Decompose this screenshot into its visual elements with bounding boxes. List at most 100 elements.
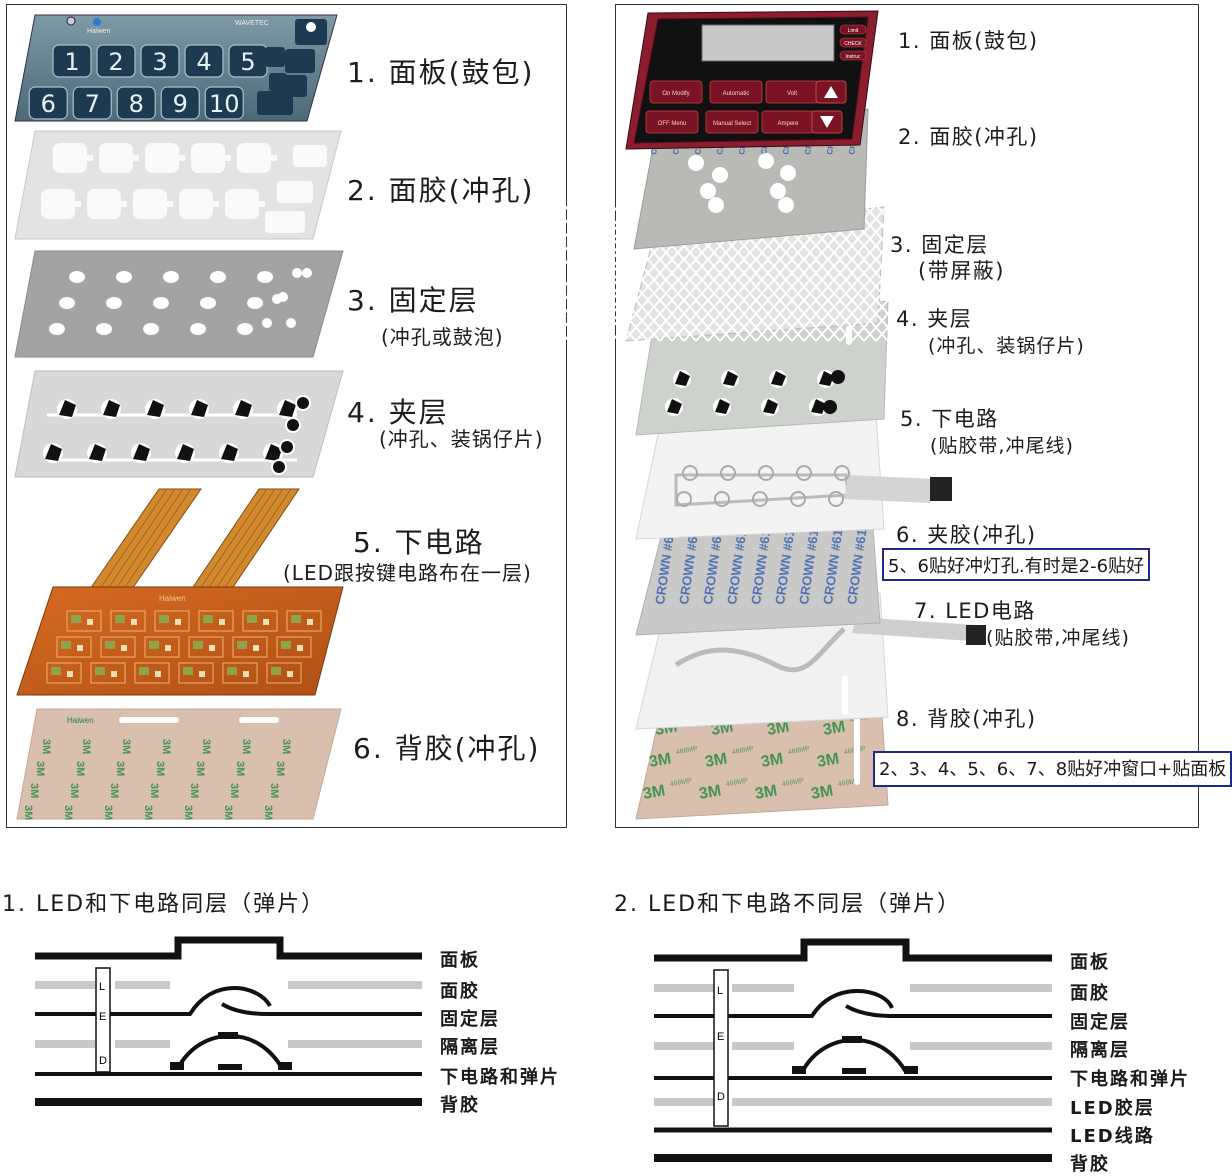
keypad-key: 8 [116,86,156,120]
right-label-1: 1. 面板(鼓包) [898,29,1039,53]
svg-text:3M: 3M [160,739,172,754]
left-label-6: 6. 背胶(冲孔) [353,732,541,765]
svg-text:Limit: Limit [848,28,859,34]
right-label-7: 7. LED电路 [914,599,1036,623]
d2-led-adhesive-right [732,1098,1052,1106]
keypad-key: 5 [228,44,268,78]
left-sublabel-5: (LED跟按键电路布在一层) [283,561,532,585]
right-sublabel-3: (带屏蔽) [918,259,1005,283]
right-label-8: 8. 背胶(冲孔) [896,707,1037,731]
svg-text:3M: 3M [228,783,240,798]
panel-button: OFF Menu [645,110,699,134]
d2-label-led-adhesive: LED胶层 [1070,1098,1155,1119]
d2-isolation-right [910,1042,1052,1050]
svg-text:3M: 3M [194,761,206,776]
svg-text:468MP: 468MP [837,777,860,788]
keypad-led-icon [93,18,101,26]
svg-text:468MP: 468MP [675,745,698,756]
d1-isolation-right [288,1040,422,1048]
d2-isolation-mid [732,1042,794,1050]
svg-text:Automatic: Automatic [723,91,750,97]
svg-text:3M: 3M [74,761,86,776]
svg-text:3M: 3M [62,805,74,820]
right-label-6: 6. 夹胶(冲孔) [896,523,1037,547]
d2-panel-layer [654,938,1052,962]
d2-label-back-adhesive: 背胶 [1070,1154,1110,1175]
keypad-key: 10 [204,86,244,120]
right-label-2: 2. 面胶(冲孔) [898,125,1039,149]
svg-text:Instruc: Instruc [845,54,861,60]
diagram1-heading: 1. LED和下电路同层（弹片） [2,892,326,917]
svg-text:3M: 3M [34,761,46,776]
keypad-key-label: 6 [41,90,56,118]
svg-text:3M: 3M [182,805,194,820]
svg-text:468MP: 468MP [731,745,754,756]
left-layer2-face-adhesive [14,130,342,240]
svg-text:468MP: 468MP [781,777,804,788]
arrow-up-icon [824,86,838,98]
arrow-down-icon [820,116,834,128]
keypad-key: 9 [160,86,200,120]
svg-text:Ampere: Ampere [777,121,799,127]
left-layer4-spacer [14,370,344,478]
svg-text:3M: 3M [642,782,667,803]
svg-text:3M: 3M [200,739,212,754]
side-button: Instruc [839,50,867,61]
svg-text:468MP: 468MP [849,713,872,724]
d2-label-face-adhesive: 面胶 [1070,983,1110,1004]
left-layer3-fixing [14,250,344,358]
d2-led-letter: E [717,1031,724,1043]
d1-face-adhesive-mid [115,981,170,989]
svg-text:3M: 3M [274,761,286,776]
d1-isolation-left [35,1040,95,1048]
diagram2-cross-section: L E D [654,938,1052,1162]
svg-text:Volt: Volt [787,91,797,97]
d2-label-fixing: 固定层 [1070,1012,1130,1033]
svg-text:3M: 3M [28,783,40,798]
right-sublabel-4: (冲孔、装锅仔片) [928,335,1085,357]
svg-text:468MP: 468MP [725,777,748,788]
svg-text:3M: 3M [188,783,200,798]
svg-text:3M: 3M [154,761,166,776]
svg-text:3M: 3M [222,805,234,820]
diagram1-cross-section: L E D [35,936,422,1106]
left-label-1: 1. 面板(鼓包) [347,56,535,89]
left-sublabel-3: (冲孔或鼓泡) [381,325,504,349]
svg-text:3M: 3M [698,782,723,803]
d1-fixing-layer [35,985,272,1016]
svg-text:3M: 3M [240,739,252,754]
svg-text:OFF Menu: OFF Menu [658,121,687,127]
left-label-5: 5. 下电路 [353,526,485,559]
svg-text:3M: 3M [68,783,80,798]
keypad-brand: Haiwen [87,28,110,35]
right-label-4: 4. 夹层 [896,307,973,331]
d1-label-back-adhesive: 背胶 [440,1095,480,1116]
circuit-brand: Haiwen [159,594,186,603]
right-label-3: 3. 固定层 [890,233,989,257]
note-led-holes: 5、6贴好冲灯孔.有时是2-6贴好 [882,548,1151,581]
svg-text:3M: 3M [754,782,779,803]
d2-fixing-layer [654,988,894,1018]
keypad-key-label: 7 [85,90,100,118]
svg-text:3M: 3M [810,782,835,803]
d1-led-letter: D [99,1055,107,1067]
d2-led [713,969,729,1127]
svg-text:3M: 3M [234,761,246,776]
d2-face-adhesive-left [654,984,714,992]
right-layer5-lower-circuit [635,414,952,540]
left-layer5-circuit: Haiwen [16,488,344,696]
panel-button: On Modify [649,80,703,104]
keypad-key-label: 2 [108,48,123,76]
d1-isolation-mid [115,1040,170,1048]
keypad-key: 3 [140,44,180,78]
keypad-key-label: 10 [209,90,240,118]
panel-button: Volt [765,80,819,104]
svg-text:3M: 3M [822,718,847,739]
svg-text:3M: 3M [108,783,120,798]
svg-text:3M: 3M [648,750,673,771]
left-sublabel-4: (冲孔、装锅仔片) [379,427,544,451]
